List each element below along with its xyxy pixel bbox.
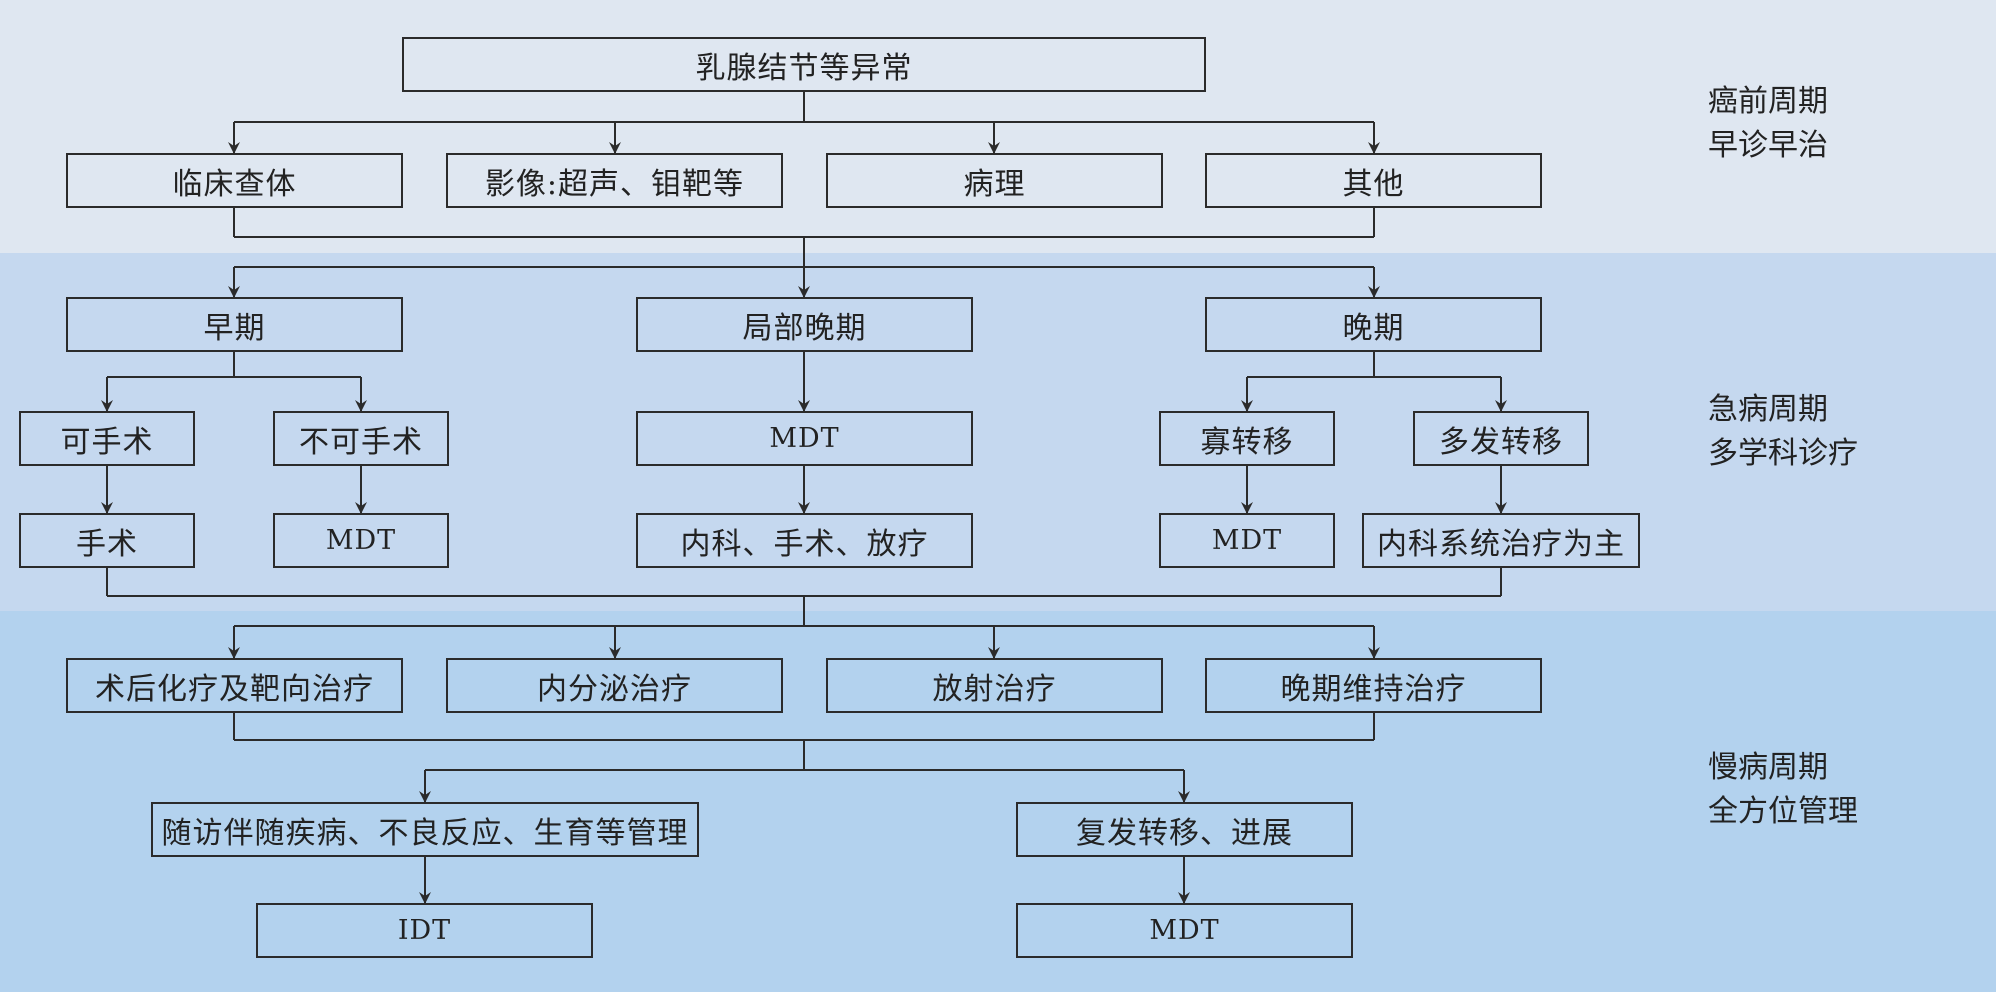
advanced-stage-box: 晚期 <box>1205 297 1542 352</box>
locally-advanced-mdt-box: MDT <box>636 411 973 466</box>
oligometastatic-mdt-box: MDT <box>1159 513 1335 568</box>
inoperable-mdt-box: MDT <box>273 513 449 568</box>
surgery-box: 手术 <box>19 513 195 568</box>
postop-chemo-targeted-box: 术后化疗及靶向治疗 <box>66 658 403 713</box>
acute-period-subtitle: 多学科诊疗 <box>1708 436 1858 471</box>
acute-period-label: 急病周期 多学科诊疗 <box>1708 388 1858 476</box>
advanced-maintenance-box: 晚期维持治疗 <box>1205 658 1542 713</box>
precancer-period-label: 癌前周期 早诊早治 <box>1708 80 1828 168</box>
imaging-box: 影像:超声、钼靶等 <box>446 153 783 208</box>
early-stage-box: 早期 <box>66 297 403 352</box>
pathology-box: 病理 <box>826 153 1163 208</box>
medical-surgery-radiotherapy-box: 内科、手术、放疗 <box>636 513 973 568</box>
recurrence-mdt-box: MDT <box>1016 903 1353 958</box>
locally-advanced-box: 局部晚期 <box>636 297 973 352</box>
radiotherapy-box: 放射治疗 <box>826 658 1163 713</box>
clinical-exam-box: 临床查体 <box>66 153 403 208</box>
recurrence-progression-box: 复发转移、进展 <box>1016 802 1353 857</box>
endocrine-therapy-box: 内分泌治疗 <box>446 658 783 713</box>
chronic-period-title: 慢病周期 <box>1708 750 1828 785</box>
acute-period-title: 急病周期 <box>1708 392 1828 427</box>
systemic-therapy-box: 内科系统治疗为主 <box>1362 513 1640 568</box>
oligometastatic-box: 寡转移 <box>1159 411 1335 466</box>
operable-box: 可手术 <box>19 411 195 466</box>
breast-nodule-abnormal-box: 乳腺结节等异常 <box>402 37 1206 92</box>
idt-box: IDT <box>256 903 593 958</box>
precancer-period-title: 癌前周期 <box>1708 84 1828 119</box>
acute-period-band <box>0 253 1996 611</box>
chronic-period-label: 慢病周期 全方位管理 <box>1708 746 1858 834</box>
other-exam-box: 其他 <box>1205 153 1542 208</box>
inoperable-box: 不可手术 <box>273 411 449 466</box>
followup-management-box: 随访伴随疾病、不良反应、生育等管理 <box>151 802 699 857</box>
chronic-period-subtitle: 全方位管理 <box>1708 794 1858 829</box>
precancer-period-band <box>0 0 1996 253</box>
chronic-period-band <box>0 611 1996 992</box>
precancer-period-subtitle: 早诊早治 <box>1708 128 1828 163</box>
multiple-metastases-box: 多发转移 <box>1413 411 1589 466</box>
